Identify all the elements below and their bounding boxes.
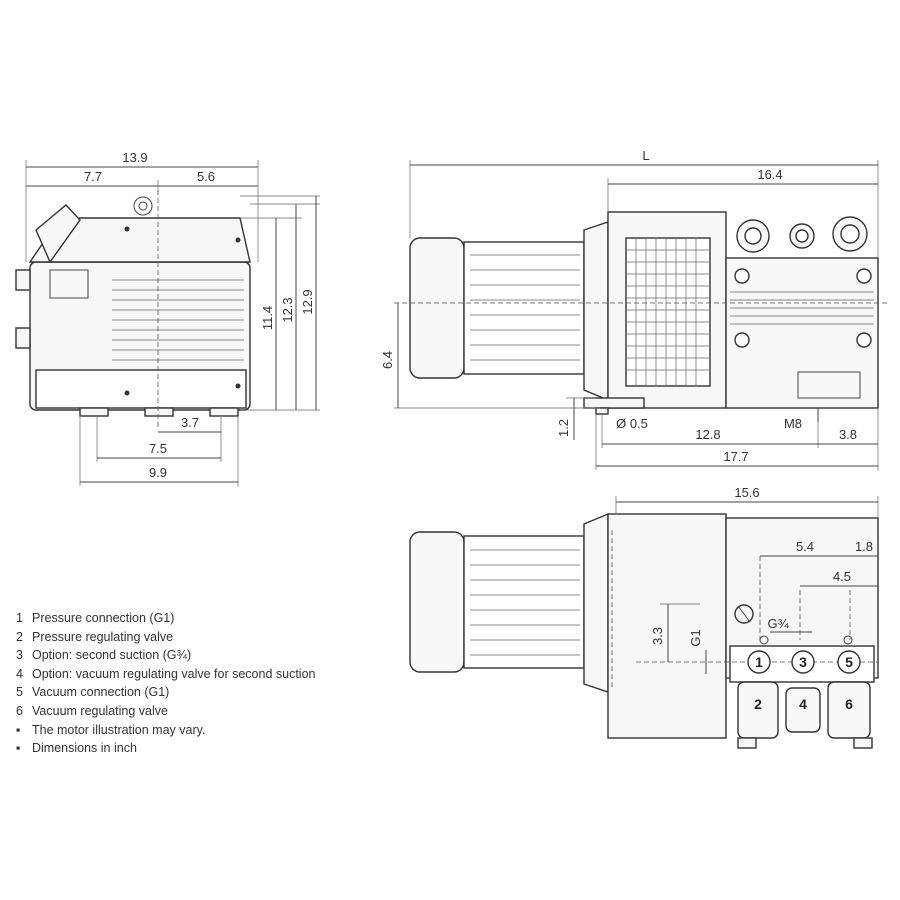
legend-item: 2 Pressure regulating valve [16,628,376,647]
side-view: 13.9 7.7 5.6 11.4 12.3 12.9 3.7 7.5 9.9 [15,150,320,486]
legend-text: Option: second suction (G¾) [32,648,192,663]
dim-side-height-a: 11.4 [260,306,275,330]
dim-side-foot-offset: 3.7 [181,415,199,430]
callout-3: 3 [799,654,807,670]
legend-text: Dimensions in inch [32,741,137,756]
callout-2: 2 [754,696,762,712]
legend-item: 4 Option: vacuum regulating valve for sec… [16,665,376,684]
callout-5: 5 [845,654,853,670]
legend-key: 6 [16,703,23,718]
top-view: 1 3 5 2 4 6 15.6 5.4 1.8 4.5 3.3 G1 G¾ [409,485,879,749]
dim-top-dist-c: 4.5 [833,569,851,584]
dim-front-length: L [642,148,649,163]
legend-bullet: ▪ [16,722,21,737]
legend-item: 6 Vacuum regulating valve [16,702,376,721]
dim-front-thread-offset: 3.8 [839,427,857,442]
dim-top-pump-length: 15.6 [734,485,759,500]
legend-text: Pressure connection (G1) [32,611,175,625]
legend: 1 Pressure connection (G1) 2 Pressure regu… [16,609,376,758]
legend-key: 2 [16,629,23,644]
dim-side-foot-span-outer: 9.9 [149,465,167,480]
dim-top-dist-b: 1.8 [855,539,873,554]
dim-front-foot-overall: 17.7 [723,449,748,464]
legend-text: The motor illustration may vary. [32,722,206,737]
legend-key: 1 [16,611,23,625]
legend-text: Pressure regulating valve [32,629,174,644]
dim-side-foot-span-inner: 7.5 [149,441,167,456]
callout-1: 1 [755,654,763,670]
dim-front-foot-height: 1.2 [556,419,571,437]
dim-side-height-c: 12.9 [300,289,315,314]
dim-side-overall-width: 13.9 [122,150,147,165]
dim-top-port-g34: G¾ [768,616,789,631]
front-view: L 16.4 6.4 1.2 Ø 0.5 M8 12.8 3.8 17.7 [380,148,890,470]
dim-front-axis-height: 6.4 [380,351,395,369]
dim-side-left-part: 7.7 [84,169,102,184]
legend-text: Option: vacuum regulating valve for seco… [32,666,316,681]
dim-front-thread: M8 [784,416,802,431]
legend-item: 5 Vacuum connection (G1) [16,683,376,702]
dim-side-height-b: 12.3 [280,297,295,322]
dim-top-dist-a: 5.4 [796,539,814,554]
legend-text: Vacuum connection (G1) [32,685,170,700]
legend-key: 5 [16,685,23,700]
legend-key: 3 [16,648,23,663]
legend-item: 1 Pressure connection (G1) [16,609,376,628]
legend-bullet: ▪ [16,741,21,756]
legend-key: 4 [16,666,23,681]
callout-4: 4 [799,696,807,712]
legend-text: Vacuum regulating valve [32,703,168,718]
dim-front-hole-diameter: Ø 0.5 [616,416,648,431]
dim-front-pump-length: 16.4 [757,167,782,182]
legend-item: 3 Option: second suction (G¾) [16,646,376,665]
dim-side-right-part: 5.6 [197,169,215,184]
dim-front-foot-to-end: 12.8 [695,427,720,442]
dim-top-port-g1: G1 [688,629,703,646]
legend-item: ▪ The motor illustration may vary. [16,721,376,740]
legend-item: ▪ Dimensions in inch [16,739,376,758]
dim-top-height-port: 3.3 [650,627,665,645]
callout-6: 6 [845,696,853,712]
